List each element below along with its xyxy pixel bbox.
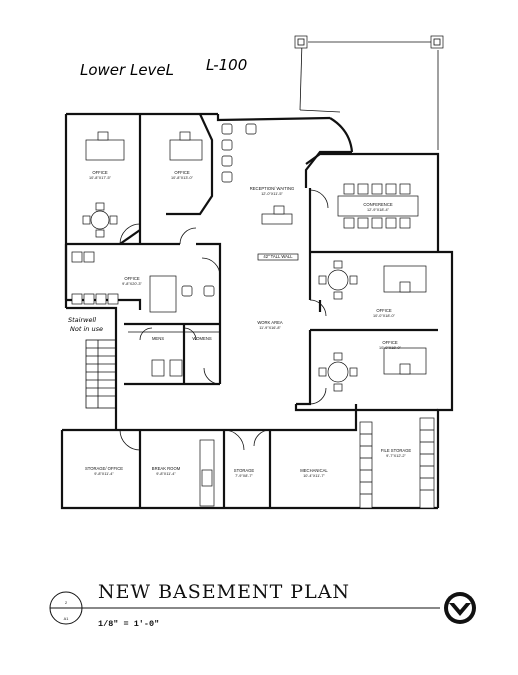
room-label-office-5: OFFICE [382,340,398,345]
room-label-storage: STORAGE [234,468,255,473]
column-right [430,35,444,49]
room-dims-office-4: 10'-0"X18'-0" [373,314,396,318]
room-label-mechanical: MECHANICAL [300,468,328,473]
room-dims-reception: 12'-0"X11'-5" [261,192,283,196]
doors [119,189,329,451]
drawing-title: NEW BASEMENT PLAN [98,581,350,603]
room-label-break-room: BREAK ROOM [152,466,181,471]
room-label-office-2: OFFICE [174,170,190,175]
interior-walls [64,113,438,508]
room-dims-office-2: 10'-8"X13'-0" [171,176,194,180]
stairwell-note-line1: Stairwell [68,316,96,324]
room-dims-work-area: 11'-9"X16'-8" [259,326,281,330]
room-dims-office-1: 10'-8"X17'-5" [89,176,112,180]
patio-outline [294,35,444,150]
room-dims-storage: 7'-9"X8'-7" [235,474,253,478]
room-dims-mechanical: 10'-4"X11'-7" [303,474,325,478]
room-label-reception: RECEPTION/ WAITING [250,186,295,191]
north-arrow-icon [444,592,476,624]
level-code: L-100 [206,56,247,74]
room-label-storage-office: STORAGE/ OFFICE [85,466,123,471]
stairs [85,339,117,409]
room-label-office-1: OFFICE [92,170,108,175]
drawing-scale: 1/8" = 1'-0" [98,619,159,629]
level-label: Lower LeveL [80,61,174,79]
room-dims-office-5: 10'-0"X18'-0" [379,346,402,350]
furniture [71,123,435,509]
room-dims-office-3: 9'-8"X20'-3" [122,282,142,286]
room-label-file-storage: FILE STORAGE [381,448,412,453]
room-dims-conference: 12'-9"X18'-4" [367,208,390,212]
exterior-walls [60,112,454,510]
room-label-office-3: OFFICE [124,276,140,281]
stairwell-note-line2: Not in use [70,325,103,333]
title-block: 2 A1 NEW BASEMENT PLAN 1/8" = 1'-0" [49,581,476,629]
room-dims-storage-office: 9'-8"X11'-4" [94,472,114,476]
room-label-womens: WOMENS [192,336,212,341]
column-left [294,35,308,49]
room-labels: OFFICE 10'-8"X17'-5" OFFICE 10'-8"X13'-0… [85,170,411,478]
sheet-number: A1 [64,617,69,621]
room-label-mens: MENS [152,336,164,341]
room-label-work-area: WORK AREA [257,320,283,325]
room-label-conference: CONFERENCE [363,202,393,207]
room-label-office-4: OFFICE [376,308,392,313]
room-dims-file-storage: 9'-7"X12'-2" [386,454,406,458]
tall-wall-label: 42" TALL WALL [263,254,293,259]
detail-number: 2 [65,601,67,605]
room-dims-break-room: 9'-8"X11'-4" [156,472,176,476]
